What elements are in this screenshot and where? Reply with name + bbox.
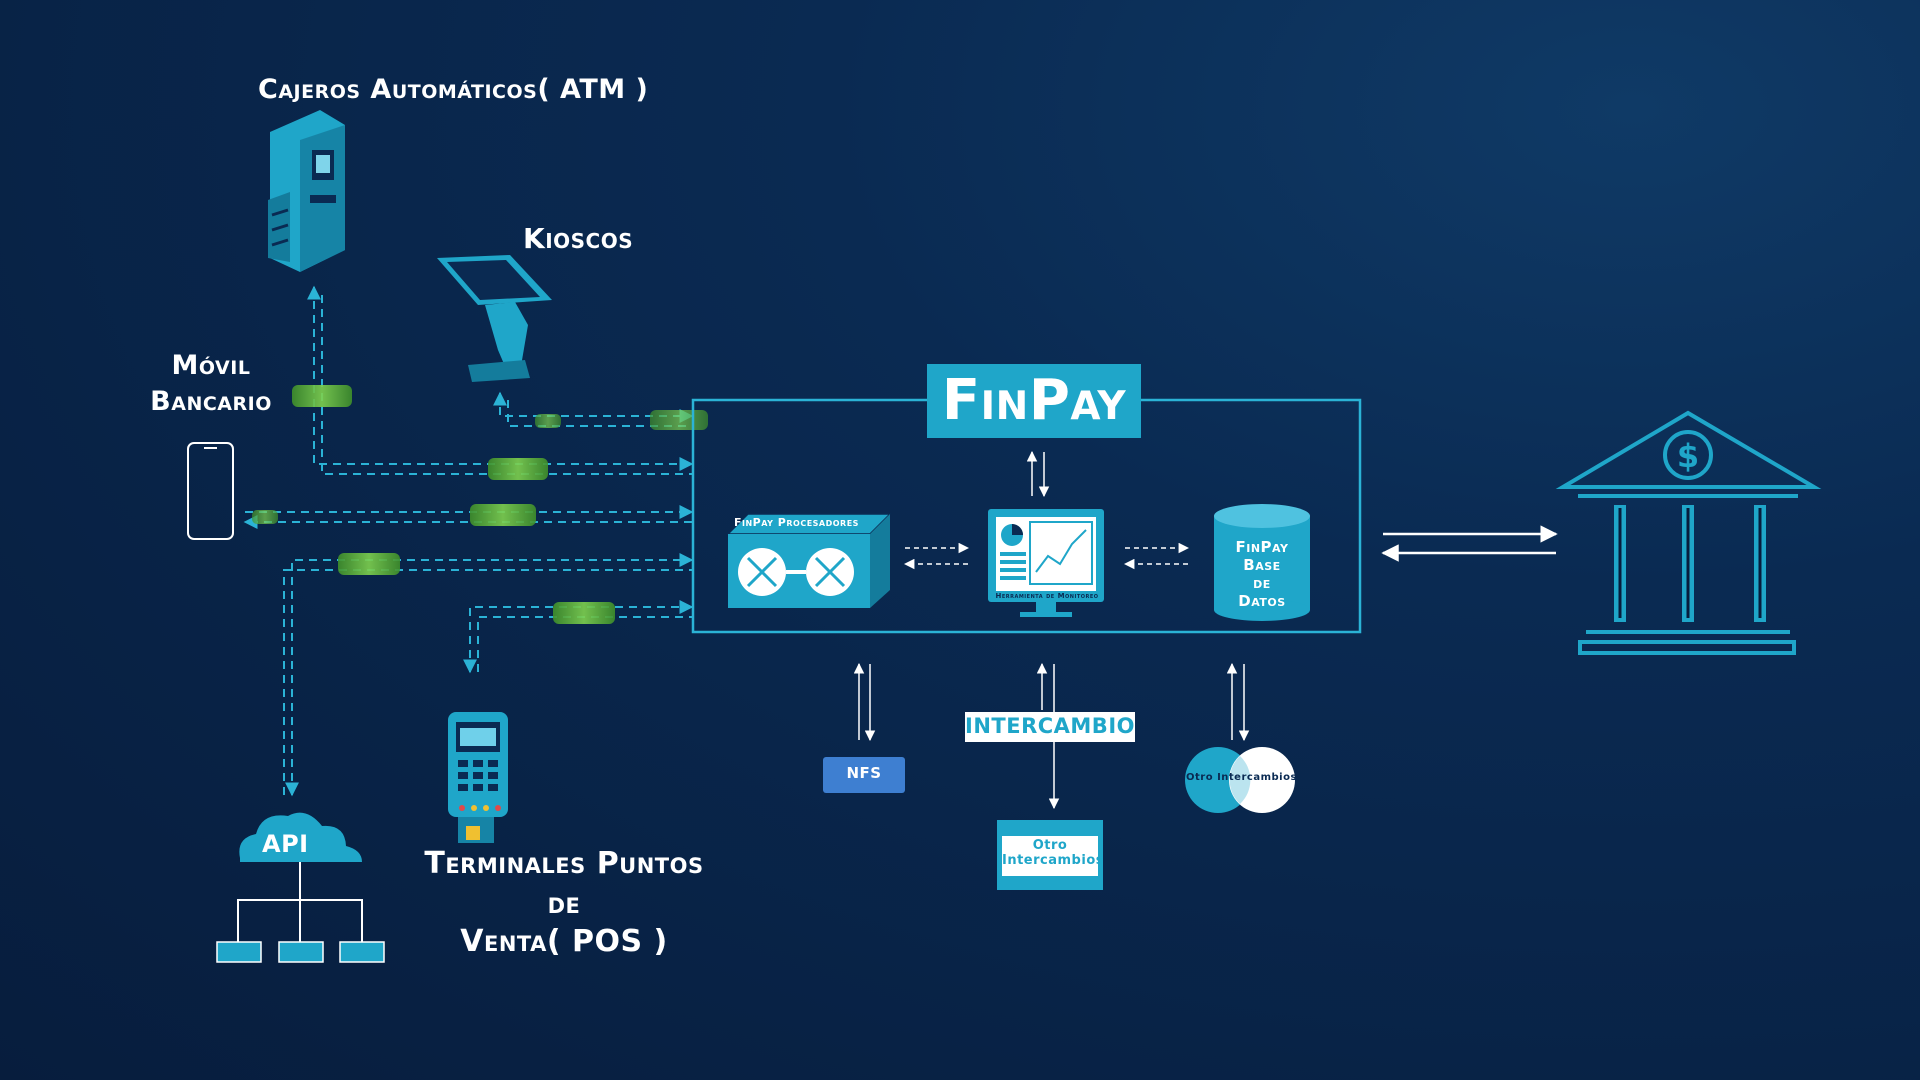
money-icon <box>338 553 400 575</box>
pos-line-2 <box>477 616 692 672</box>
atm-line-out <box>307 285 694 471</box>
kiosk-icon <box>437 255 552 382</box>
db-line3: de <box>1253 574 1271 592</box>
money-icon <box>292 385 352 407</box>
kiosks-label: Kioscos <box>523 222 634 255</box>
atm-label: Cajeros Automáticos( ATM ) <box>258 74 649 105</box>
money-icon <box>470 504 536 526</box>
pos-label-line3: Venta( POS ) <box>460 924 668 959</box>
database-label: FinPay Base de Datos <box>1214 538 1310 610</box>
internal-arrows <box>903 542 1190 570</box>
money-icon <box>553 602 615 624</box>
pos-terminal-icon <box>448 712 508 843</box>
finpay-title-box <box>927 364 1141 438</box>
pos-line <box>463 600 694 674</box>
monitor-icon <box>988 509 1104 617</box>
bank-arrows <box>1381 525 1558 562</box>
mobile-label-line1: Móvil <box>171 350 251 381</box>
kiosk-line <box>493 391 694 423</box>
api-cloud-icon <box>216 812 385 963</box>
intercambio-label: INTERCAMBIO <box>965 714 1135 738</box>
otro-intercambios-circle-label: Otro Intercambios <box>1186 772 1297 783</box>
db-line4: Datos <box>1238 592 1286 610</box>
pos-label-line1: Terminales Puntos <box>424 846 704 881</box>
connection-lines <box>243 285 694 797</box>
monitor-label: Herramienta de Monitoreo <box>995 592 1099 600</box>
mobile-label-line2: Bancario <box>150 386 272 417</box>
vertical-arrows <box>853 450 1250 810</box>
processor-icon <box>726 513 892 608</box>
dollar-sign: $ <box>1677 437 1699 475</box>
otro1-line1: Otro <box>1032 838 1068 853</box>
pos-label-line2: de <box>547 886 581 921</box>
api-line-2 <box>283 569 692 795</box>
nfs-box <box>823 757 905 793</box>
atm-line-in <box>321 295 692 475</box>
money-icon <box>535 414 561 428</box>
money-icon <box>488 458 548 480</box>
finpay-title: FinPay <box>941 368 1127 433</box>
otro1-line2: Intercambios <box>1002 853 1104 868</box>
api-label: API <box>262 830 309 858</box>
bank-icon <box>1555 410 1822 655</box>
mobile-phone-icon <box>187 442 234 540</box>
money-icon <box>252 510 278 524</box>
db-line1: FinPay <box>1235 538 1289 556</box>
otro-intercambios-circles <box>1185 747 1295 813</box>
otro-intercambios-box <box>997 820 1103 890</box>
db-line2: Base <box>1243 556 1281 574</box>
money-icon <box>650 410 708 430</box>
database-icon <box>1214 504 1310 621</box>
atm-icon <box>268 110 345 272</box>
money-icons <box>252 385 708 624</box>
otro-intercambios-label: Otro Intercambios <box>1002 838 1104 868</box>
processors-label: FinPay Procesadores <box>734 516 859 529</box>
intercambio-box <box>965 712 1135 742</box>
nfs-label: NFS <box>846 764 882 782</box>
